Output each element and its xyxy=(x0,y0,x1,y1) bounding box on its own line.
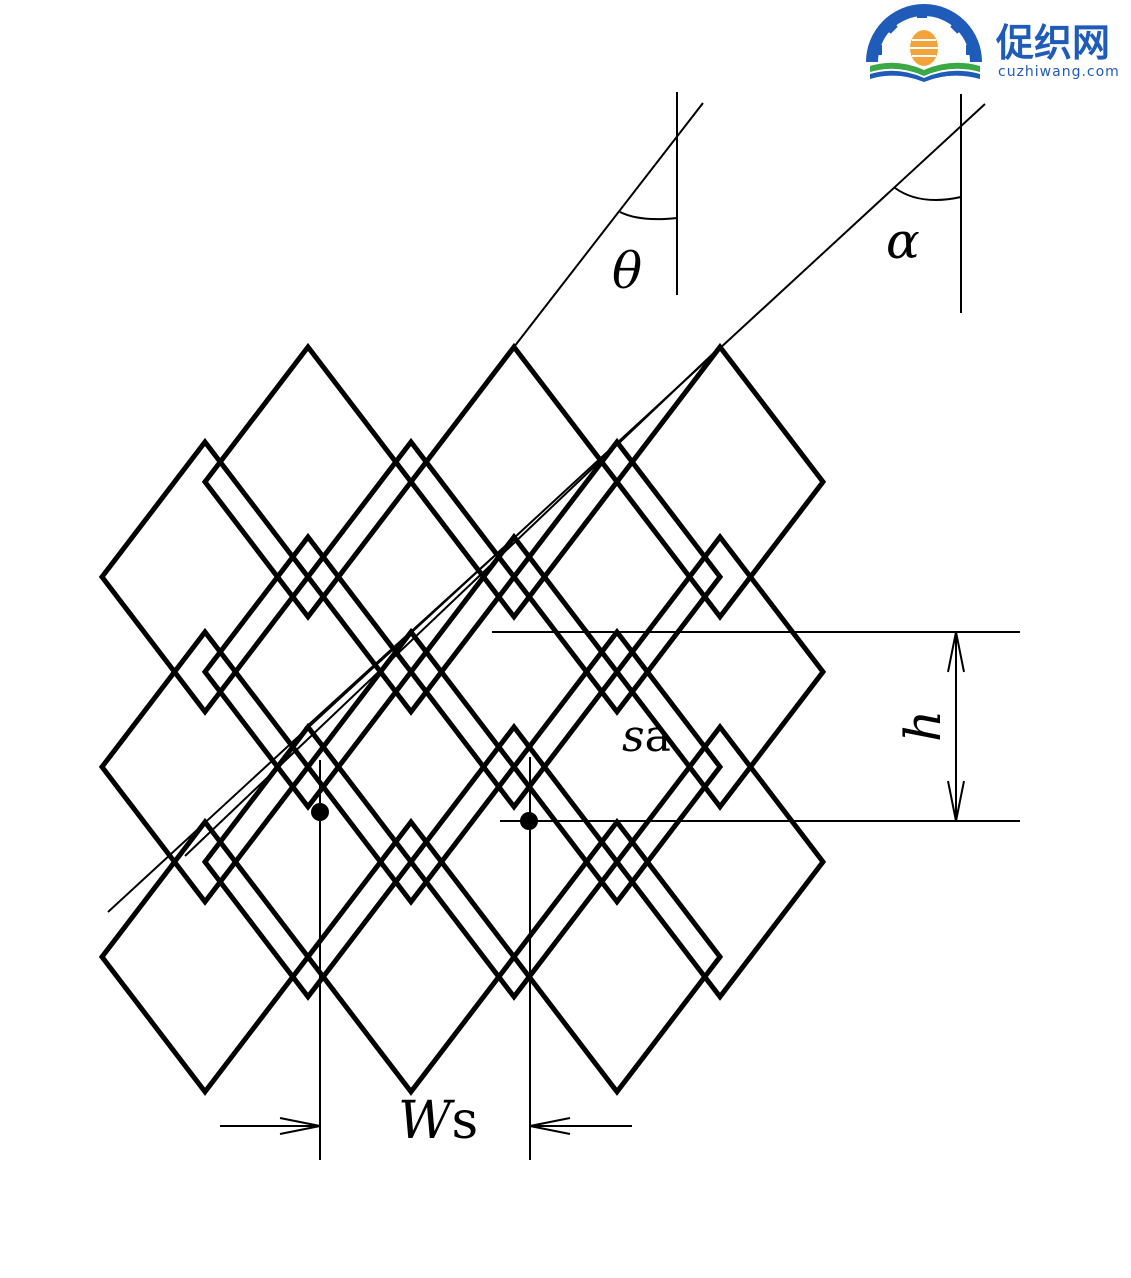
h-label: h xyxy=(894,710,952,742)
h-arrow-down-icon xyxy=(947,780,965,822)
rhombus-cell-10 xyxy=(98,437,312,716)
right-yarn-dot xyxy=(520,812,538,830)
sa-label: sa xyxy=(622,711,671,762)
alpha-label: α xyxy=(886,212,920,270)
guide-line-2 xyxy=(304,537,515,729)
rhombus-cell-7 xyxy=(613,342,827,621)
left-yarn-dot xyxy=(311,803,329,821)
rhombus-cell-4 xyxy=(407,342,621,621)
rhombus-cell-12 xyxy=(98,817,312,1096)
rhombus-cell-15 xyxy=(304,817,518,1096)
rhombus-cell-3 xyxy=(201,722,415,1001)
theta-label: θ xyxy=(612,242,642,300)
rhombus-cell-5 xyxy=(407,532,621,811)
guide-line-1 xyxy=(184,346,721,857)
angle-lines xyxy=(107,92,986,913)
rhombus-cell-6 xyxy=(407,722,621,1001)
sa-label-a: a xyxy=(645,711,671,762)
ws-label-s: s xyxy=(451,1091,478,1151)
rhombus-cell-14 xyxy=(304,627,518,906)
rhombus-cell-13 xyxy=(304,437,518,716)
sa-label-s: s xyxy=(622,711,645,762)
ws-label-w: W xyxy=(398,1091,455,1151)
theta-arc xyxy=(619,211,678,221)
h-arrow-up-icon xyxy=(947,631,965,673)
rhombus-cell-8 xyxy=(613,532,827,811)
alpha-slant-line xyxy=(107,103,986,913)
gear-icon xyxy=(866,4,982,66)
rhombus-cell-1 xyxy=(201,342,415,621)
ws-label: Ws xyxy=(398,1091,478,1151)
ws-arrow-left-icon xyxy=(529,1117,571,1135)
rhombus-cell-16 xyxy=(510,437,724,716)
rhombus-cell-17 xyxy=(510,627,724,906)
ws-arrow-right-icon xyxy=(279,1117,321,1135)
logo-domain: cuzhiwang.com xyxy=(998,64,1120,80)
logo-name-cn: 促织网 xyxy=(995,21,1110,65)
theta-slant-line xyxy=(513,102,704,348)
h-dimension xyxy=(492,631,1020,822)
cuzhiwang-logo: 促织网 cuzhiwang.com xyxy=(866,4,1120,82)
rhombus-cell-18 xyxy=(510,817,724,1096)
book-icon xyxy=(870,62,980,82)
rhombus-cell-11 xyxy=(98,627,312,906)
alpha-arc xyxy=(894,187,962,201)
rhombus-cell-2 xyxy=(201,532,415,811)
rhombus-cell-9 xyxy=(613,722,827,1001)
rhombus-mesh xyxy=(98,342,827,1096)
